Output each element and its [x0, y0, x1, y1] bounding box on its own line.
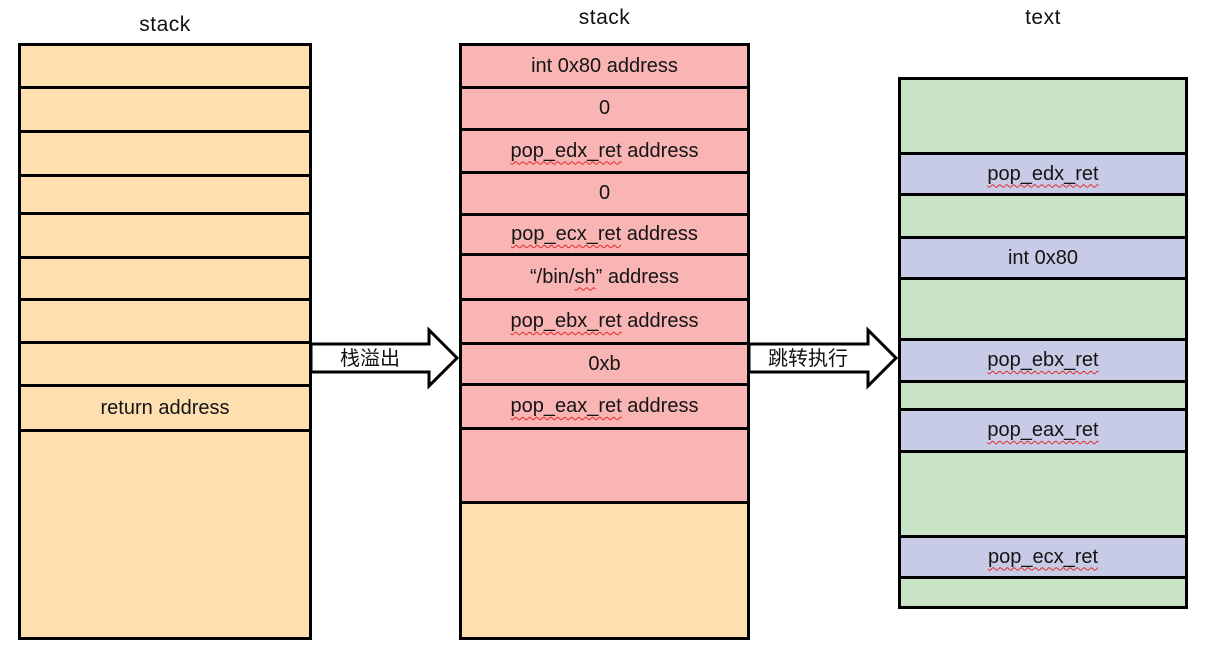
- memory-cell-empty: [901, 80, 1185, 155]
- cell-text: address: [621, 310, 699, 332]
- cell-text: 0xb: [588, 352, 621, 375]
- jump-exec-arrow-icon: [747, 326, 899, 390]
- overflow-arrow-label: 栈溢出: [340, 348, 400, 370]
- memory-column-stack-before: return address: [18, 43, 312, 640]
- cell-text: 0: [598, 97, 611, 119]
- memory-cell-empty: [901, 579, 1185, 606]
- memory-cell-0: 0: [462, 89, 747, 131]
- memory-cell-empty: [21, 46, 309, 89]
- cell-text: ” address: [595, 265, 679, 288]
- memory-cell-empty: [901, 196, 1185, 239]
- memory-cell-empty: [901, 280, 1185, 341]
- memory-cell-int-0x80-address: int 0x80 address: [462, 46, 747, 89]
- memory-cell-empty: [21, 177, 309, 215]
- cell-text-squiggled: pop_ecx_ret: [511, 223, 622, 245]
- cell-text: int 0x80 address: [531, 54, 678, 77]
- memory-cell-pop-eax-ret-address: pop_eax_ret address: [462, 386, 747, 430]
- column-title-text-segment: text: [1025, 6, 1061, 29]
- cell-text-squiggled: pop_ecx_ret: [987, 545, 1099, 568]
- memory-cell-empty: [21, 133, 309, 177]
- cell-text-squiggled: sh: [574, 265, 596, 288]
- memory-cell-pop-ecx-ret-address: pop_ecx_ret address: [462, 216, 747, 256]
- memory-cell-empty: [21, 344, 309, 387]
- cell-text: address: [621, 223, 698, 245]
- memory-cell-empty: [901, 383, 1185, 411]
- memory-cell-empty: [21, 301, 309, 344]
- cell-text-squiggled: pop_eax_ret: [987, 419, 1099, 441]
- memory-cell-bin-sh-address: “/bin/sh” address: [462, 256, 747, 301]
- memory-cell-pop-ecx-ret: pop_ecx_ret: [901, 538, 1185, 579]
- memory-cell-pop-ebx-ret-address: pop_ebx_ret address: [462, 301, 747, 345]
- block-arrow-right-icon: [309, 326, 460, 390]
- memory-cell-empty: [21, 215, 309, 259]
- memory-cell-0xb: 0xb: [462, 345, 747, 386]
- cell-text-squiggled: pop_eax_ret: [510, 395, 622, 417]
- cell-text: int 0x80: [1007, 246, 1079, 269]
- cell-text-squiggled: pop_edx_ret: [510, 139, 622, 162]
- memory-cell-return-address: return address: [21, 387, 309, 432]
- cell-text: address: [621, 395, 699, 417]
- memory-cell-empty: [21, 89, 309, 133]
- cell-text: return address: [100, 396, 230, 419]
- memory-cell-pop-eax-ret: pop_eax_ret: [901, 411, 1185, 453]
- cell-text-squiggled: pop_ebx_ret: [987, 349, 1099, 371]
- jump-exec-arrow-label: 跳转执行: [768, 348, 848, 370]
- cell-text-squiggled: pop_ebx_ret: [510, 310, 622, 332]
- memory-cell-int-0x80: int 0x80: [901, 239, 1185, 280]
- memory-cell-pop-ebx-ret: pop_ebx_ret: [901, 341, 1185, 383]
- column-title-stack-after: stack: [578, 6, 631, 29]
- memory-cell-pop-edx-ret-address: pop_edx_ret address: [462, 131, 747, 174]
- memory-column-stack-after: int 0x80 address 0 pop_edx_ret address 0 pop…: [459, 43, 750, 640]
- cell-text: “/bin/: [530, 265, 575, 288]
- memory-cell-empty: [901, 453, 1185, 538]
- memory-cell-empty: [21, 259, 309, 301]
- memory-cell-empty: [462, 504, 747, 637]
- memory-cell-empty: [462, 430, 747, 504]
- block-arrow-right-icon: [747, 326, 899, 390]
- cell-text-squiggled: pop_edx_ret: [987, 162, 1099, 185]
- memory-cell-pop-edx-ret: pop_edx_ret: [901, 155, 1185, 196]
- cell-text: address: [621, 139, 699, 162]
- cell-text: 0: [598, 182, 611, 204]
- overflow-arrow-icon: [309, 326, 460, 390]
- memory-cell-0: 0: [462, 174, 747, 216]
- column-title-stack-before: stack: [139, 13, 191, 36]
- memory-cell-empty: [21, 432, 309, 637]
